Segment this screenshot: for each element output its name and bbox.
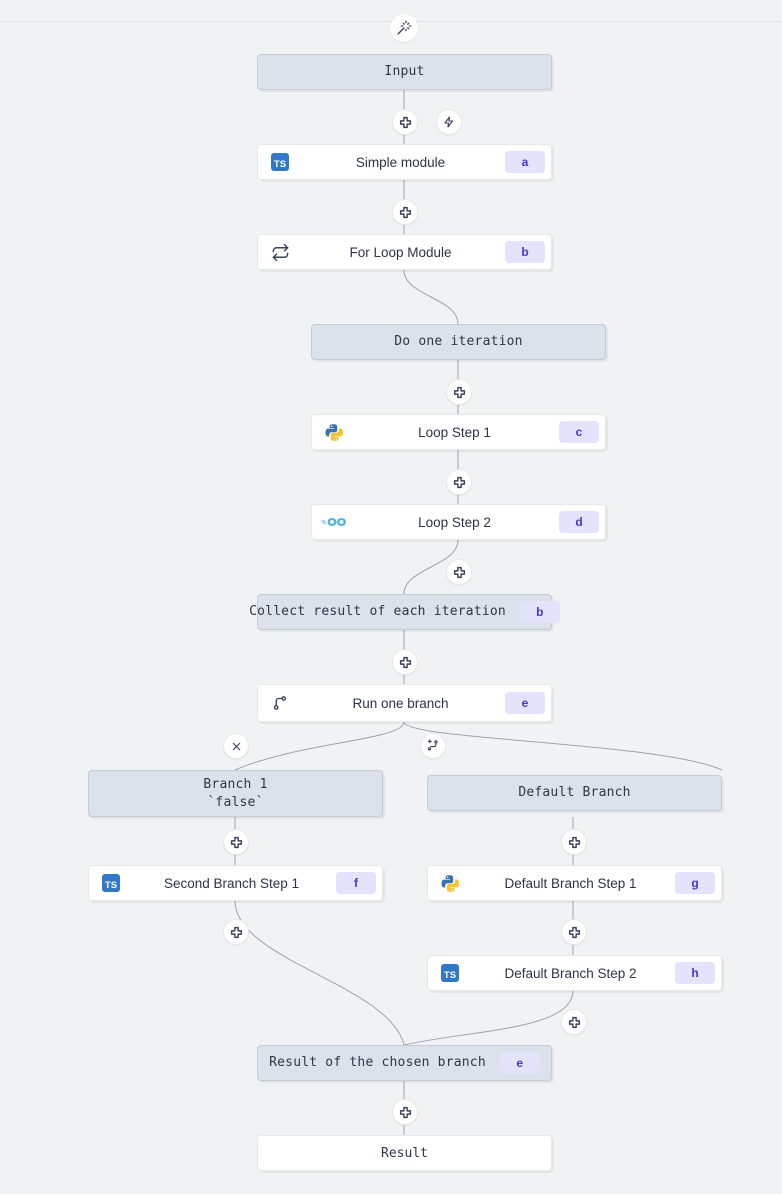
plus-icon	[453, 386, 465, 398]
node-loop-step-1[interactable]: Loop Step 1 c	[311, 414, 606, 450]
connector-add-input-simple[interactable]	[392, 109, 418, 135]
magic-wand-button[interactable]	[390, 14, 418, 42]
node-result[interactable]: Result	[257, 1135, 552, 1171]
node-for-loop-module-badge: b	[505, 241, 545, 263]
connector-add-second1-out[interactable]	[223, 919, 249, 945]
lightning-icon	[444, 116, 454, 128]
plus-icon	[453, 476, 465, 488]
connector-add-loop1-loop2[interactable]	[446, 469, 472, 495]
node-input-label: Input	[384, 64, 425, 80]
node-collect-result-label: Collect result of each iteration	[249, 604, 506, 620]
connector-remove-branch[interactable]	[223, 733, 249, 759]
edge-default2-chosen	[403, 990, 574, 1046]
connector-add-chosen-result[interactable]	[392, 1099, 418, 1125]
branch-plus-icon	[427, 739, 438, 751]
connector-add-loop2-collect[interactable]	[446, 559, 472, 585]
connector-add-default1-default2[interactable]	[561, 919, 587, 945]
node-branch-1[interactable]: Branch 1 `false`	[88, 770, 383, 817]
node-collect-result-badge: b	[519, 601, 560, 623]
node-default-branch-step-2[interactable]: TS Default Branch Step 2 h	[427, 955, 722, 991]
node-second-branch-step-1[interactable]: TS Second Branch Step 1 f	[88, 865, 383, 901]
magic-wand-icon	[397, 20, 412, 35]
node-default-branch[interactable]: Default Branch	[427, 775, 722, 811]
node-default-branch-step-1[interactable]: Default Branch Step 1 g	[427, 865, 722, 901]
connector-add-branch1-second1[interactable]	[223, 829, 249, 855]
node-loop-step-1-label: Loop Step 1	[418, 424, 491, 440]
connector-add-doiter-loop1[interactable]	[446, 379, 472, 405]
node-second-branch-step-1-label: Second Branch Step 1	[163, 875, 300, 891]
python-icon	[428, 874, 472, 892]
node-loop-step-2-label: Loop Step 2	[418, 514, 491, 530]
node-result-label: Result	[381, 1145, 428, 1161]
node-input[interactable]: Input	[257, 54, 552, 90]
node-default-branch-label: Default Branch	[518, 785, 631, 801]
node-loop-step-1-badge: c	[559, 421, 599, 443]
node-default-branch-step-2-badge: h	[675, 962, 715, 984]
node-simple-module-badge: a	[505, 151, 545, 173]
node-for-loop-module-label: For Loop Module	[349, 244, 452, 260]
node-run-one-branch-label: Run one branch	[352, 695, 449, 711]
node-loop-step-2[interactable]: Loop Step 2 d	[311, 504, 606, 540]
node-loop-step-2-badge: d	[559, 511, 599, 533]
plus-icon	[399, 206, 411, 218]
node-chosen-branch-result[interactable]: Result of the chosen branch e	[257, 1045, 552, 1081]
node-branch-1-label: Branch 1 `false`	[203, 776, 268, 810]
node-run-one-branch-badge: e	[505, 692, 545, 714]
loop-icon	[258, 243, 302, 262]
plus-icon	[453, 566, 465, 578]
connector-add-default-default1[interactable]	[561, 829, 587, 855]
node-do-one-iteration[interactable]: Do one iteration	[311, 324, 606, 360]
plus-icon	[230, 836, 242, 848]
close-icon	[232, 742, 240, 750]
node-simple-module[interactable]: TS Simple module a	[257, 144, 552, 180]
node-do-one-iteration-label: Do one iteration	[394, 334, 523, 350]
node-collect-result[interactable]: Collect result of each iteration b	[249, 594, 560, 630]
plus-icon	[399, 116, 411, 128]
plus-icon	[568, 1016, 580, 1028]
git-branch-icon	[258, 694, 302, 712]
node-simple-module-label: Simple module	[355, 154, 446, 170]
typescript-icon: TS	[258, 153, 302, 171]
node-default-branch-step-2-label: Default Branch Step 2	[504, 965, 637, 981]
edge-second1-chosen	[234, 900, 405, 1046]
connector-trigger[interactable]	[436, 109, 462, 135]
node-default-branch-step-1-label: Default Branch Step 1	[504, 875, 637, 891]
plus-icon	[568, 926, 580, 938]
python-icon	[312, 423, 356, 441]
edge-forloop-doiter	[403, 269, 459, 325]
node-second-branch-step-1-badge: f	[336, 872, 376, 894]
connector-add-branch[interactable]	[420, 733, 446, 759]
node-chosen-branch-result-badge: e	[499, 1052, 540, 1074]
plus-icon	[230, 926, 242, 938]
connector-add-simple-forloop[interactable]	[392, 199, 418, 225]
typescript-icon: TS	[428, 964, 472, 982]
typescript-icon: TS	[89, 874, 133, 892]
edge-run-default	[403, 721, 723, 771]
node-for-loop-module[interactable]: For Loop Module b	[257, 234, 552, 270]
connector-add-collect-run[interactable]	[392, 649, 418, 675]
node-run-one-branch[interactable]: Run one branch e	[257, 684, 552, 722]
plus-icon	[568, 836, 580, 848]
node-default-branch-step-1-badge: g	[675, 872, 715, 894]
plus-icon	[399, 656, 411, 668]
plus-icon	[399, 1106, 411, 1118]
node-chosen-branch-result-label: Result of the chosen branch	[269, 1055, 486, 1071]
connector-add-default2-out[interactable]	[561, 1009, 587, 1035]
edge-run-branch1	[234, 721, 405, 771]
go-icon	[312, 515, 356, 529]
